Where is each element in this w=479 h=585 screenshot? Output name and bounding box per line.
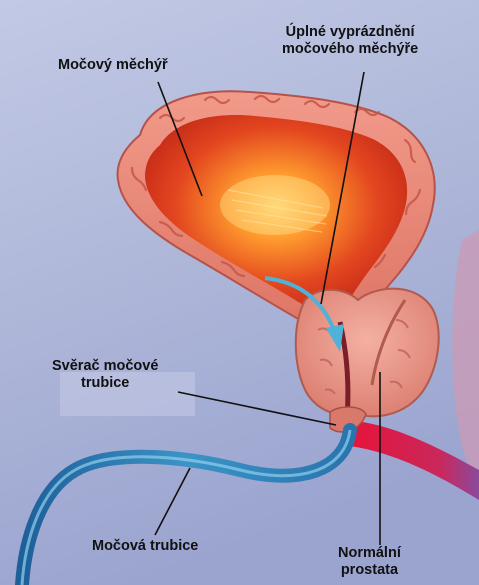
label-complete-emptying: Úplné vyprázdnění močového měchýře: [282, 24, 418, 58]
label-complete-emptying-line2: močového měchýře: [282, 41, 418, 58]
label-complete-emptying-line1: Úplné vyprázdnění: [282, 24, 418, 41]
label-normal-prostate: Normální prostata: [338, 545, 401, 579]
prostate: [296, 289, 439, 417]
label-bladder: Močový měchýř: [58, 57, 168, 74]
label-urethral-sphincter: Svěrač močové trubice: [52, 358, 158, 392]
label-normal-prostate-line2: prostata: [338, 562, 401, 579]
label-urethral-sphincter-line1: Svěrač močové: [52, 358, 158, 375]
label-urethral-sphincter-line2: trubice: [52, 375, 158, 392]
urine-glow: [220, 175, 330, 235]
label-urethra: Močová trubice: [92, 538, 198, 555]
label-normal-prostate-line1: Normální: [338, 545, 401, 562]
